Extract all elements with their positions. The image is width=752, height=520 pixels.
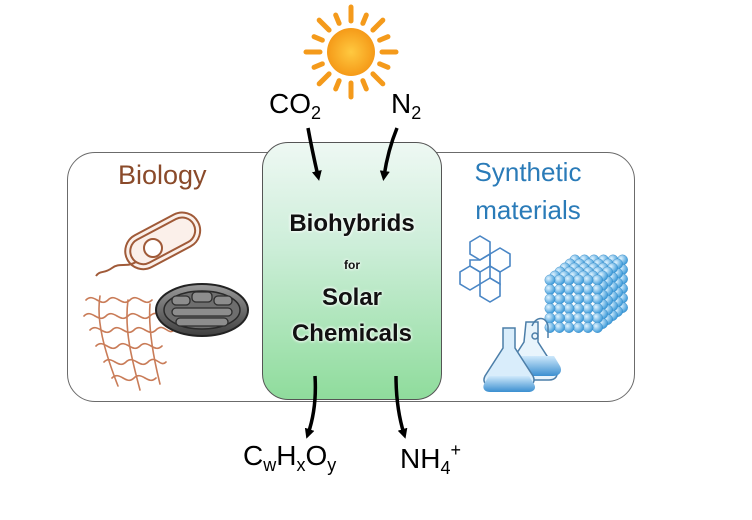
synthetic-label-line2: materials (475, 195, 581, 225)
bacterium-icon (95, 211, 202, 277)
nanocube-sphere (554, 303, 565, 314)
sun-ray (311, 61, 325, 70)
nanocube-sphere (573, 312, 584, 324)
sun-ray (377, 34, 391, 43)
nh4-label: NH4+ (400, 440, 461, 478)
nanocube-sphere (582, 284, 594, 295)
sun-ray (316, 17, 332, 33)
n2-label: N2 (391, 88, 422, 123)
mitochondrion-icon (155, 283, 249, 337)
nanocube-sphere (573, 322, 584, 333)
nanocube-sphere (592, 284, 603, 295)
synthetic-materials-label: Synthetic materials (462, 153, 594, 229)
biology-label: Biology (118, 160, 207, 190)
nanocube-sphere (554, 322, 565, 333)
sun-ray (370, 71, 386, 87)
nanocube-sphere (544, 322, 556, 333)
nanocube-sphere (573, 284, 584, 295)
sun-ray (370, 17, 386, 33)
co2-label: CO2 (269, 88, 322, 123)
center-title-line2: for (344, 258, 360, 272)
center-title-line3: Solar (321, 284, 383, 311)
sun-ray (316, 71, 332, 87)
sun-ray (333, 12, 342, 26)
cwhxoy-arrow-icon (304, 375, 318, 439)
sun-ray (360, 12, 369, 26)
nanocube-sphere (563, 284, 575, 295)
nanocube-sphere (554, 274, 565, 286)
nanocube-sphere (582, 293, 594, 305)
nanocube-sphere (554, 312, 565, 324)
nanocube-sphere (563, 303, 575, 314)
co2-arrow-icon (306, 127, 322, 181)
nanocube-sphere (592, 312, 603, 324)
synthetic-label-line1: Synthetic (474, 157, 582, 187)
nanocube-sphere (563, 293, 575, 305)
nanocube-sphere (563, 274, 575, 286)
nanocube-sphere (592, 293, 603, 305)
molecule-icon (459, 235, 511, 303)
sun-ray (333, 78, 342, 92)
nanocube-icon (544, 254, 628, 333)
nanocube-sphere (544, 303, 556, 314)
center-title-line1: Biohybrids (289, 210, 415, 237)
nanocube-sphere (563, 312, 575, 324)
nanocube-sphere (544, 274, 556, 286)
nanocube-sphere (573, 303, 584, 314)
nanocube-sphere (582, 274, 594, 286)
sun-icon (303, 4, 399, 100)
nanocube-sphere (554, 284, 565, 295)
center-title-line4: Chemicals (291, 320, 413, 347)
nanocube-sphere (563, 322, 575, 333)
nanocube-sphere (582, 322, 594, 333)
nanocube-sphere (544, 284, 556, 295)
nanocube-sphere (582, 312, 594, 324)
nanocube-sphere (573, 274, 584, 286)
nh4-arrow-icon (394, 375, 408, 439)
cwhxoy-label: CwHxOy (243, 440, 337, 475)
nanocube-sphere (554, 293, 565, 305)
nanocube-sphere (592, 274, 603, 286)
biohybrid-box (262, 142, 442, 400)
sun-ray (377, 61, 391, 70)
sun-ray (360, 78, 369, 92)
nanocube-sphere (592, 303, 603, 314)
nanocube-sphere (582, 303, 594, 314)
nanocube-sphere (573, 293, 584, 305)
sun-ray (311, 34, 325, 43)
nanocube-sphere (592, 322, 603, 333)
flask-icon (483, 317, 562, 392)
n2-arrow-icon (379, 127, 399, 181)
nanocube-sphere (544, 293, 556, 305)
